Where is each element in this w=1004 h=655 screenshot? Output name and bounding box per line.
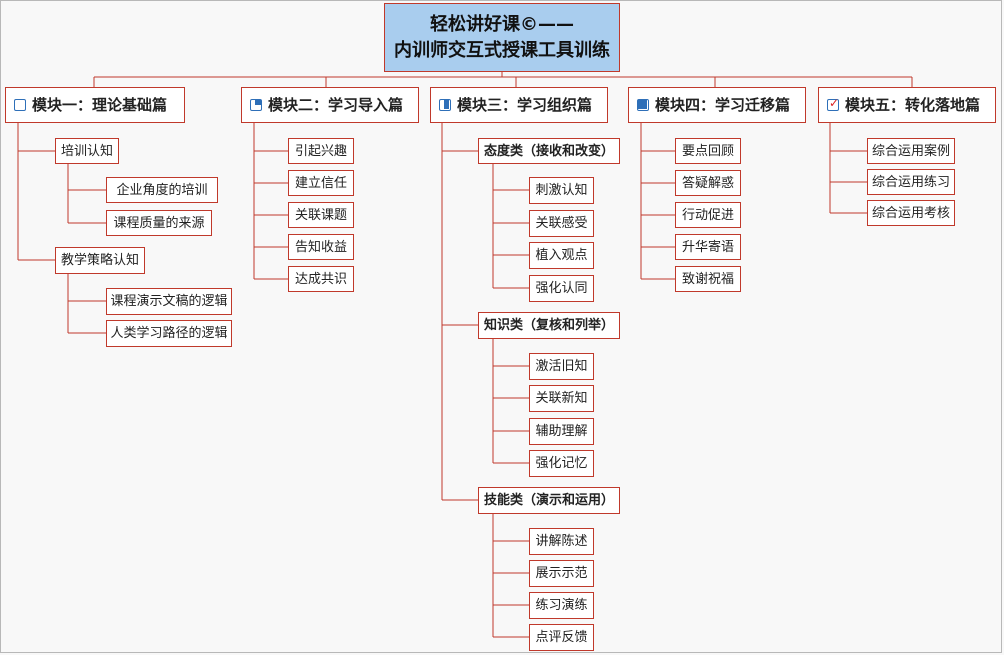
m2-item-label: 引起兴趣 [294,143,347,159]
m5-item-label: 综合运用考核 [871,205,950,221]
m3-item-label: 植入观点 [535,248,588,263]
m1-item-label: 课程演示文稿的逻辑 [110,294,228,309]
progress-0-icon [14,99,26,111]
m3-item-node[interactable]: 讲解陈述 [529,528,594,555]
module-3-title: 模块三：学习组织篇 [457,95,593,114]
root-title-line2: 内训师交互式授课工具训练 [394,39,610,61]
module-5-node[interactable]: ✓ 模块五：转化落地篇 [818,87,996,123]
m1-item-label: 企业角度的培训 [116,182,208,198]
m3-item-node[interactable]: 植入观点 [529,242,594,269]
m4-item-label: 要点回顾 [681,143,734,159]
module-4-title: 模块四：学习迁移篇 [655,95,791,114]
m3-item-node[interactable]: 强化记忆 [529,450,594,477]
m3-item-label: 关联新知 [535,391,588,406]
m3-category-skill-node[interactable]: 技能类（演示和运用） [478,487,620,514]
m5-item-label: 综合运用练习 [871,174,950,190]
m1-group-training-node[interactable]: 培训认知 [55,138,119,164]
m3-item-label: 激活旧知 [535,359,588,374]
m3-category-knowledge-node[interactable]: 知识类（复核和列举） [478,312,620,339]
m4-item-node[interactable]: 升华寄语 [675,234,741,260]
m3-item-label: 关联感受 [535,216,588,231]
module-4-node[interactable]: 模块四：学习迁移篇 [628,87,806,123]
m1-group-label: 培训认知 [60,143,113,159]
m3-item-node[interactable]: 点评反馈 [529,624,594,651]
m4-item-node[interactable]: 行动促进 [675,202,741,228]
m2-item-node[interactable]: 建立信任 [288,170,354,196]
m3-item-label: 练习演练 [535,598,588,613]
m4-item-label: 致谢祝福 [681,271,734,287]
m2-item-label: 告知收益 [294,239,347,255]
m3-item-label: 辅助理解 [535,424,588,439]
m3-item-label: 点评反馈 [535,630,588,645]
m3-item-node[interactable]: 刺激认知 [529,177,594,204]
m3-category-label: 技能类（演示和运用） [483,493,614,508]
module-1-node[interactable]: 模块一：理论基础篇 [5,87,185,123]
m3-item-node[interactable]: 激活旧知 [529,353,594,380]
m5-item-node[interactable]: 综合运用练习 [867,169,955,195]
m4-item-label: 答疑解惑 [681,175,734,191]
m2-item-label: 建立信任 [294,175,347,191]
m3-item-label: 强化记忆 [535,456,588,471]
m1-group-strategy-node[interactable]: 教学策略认知 [55,247,145,274]
m3-item-label: 强化认同 [535,281,588,296]
m2-item-node[interactable]: 告知收益 [288,234,354,260]
m1-group-label: 教学策略认知 [60,253,139,268]
progress-25-icon [250,99,262,111]
m2-item-label: 关联课题 [294,207,347,223]
m4-item-label: 升华寄语 [681,239,734,255]
module-3-node[interactable]: 模块三：学习组织篇 [430,87,608,123]
m2-item-node[interactable]: 达成共识 [288,266,354,292]
m3-item-node[interactable]: 关联感受 [529,210,594,237]
m4-item-node[interactable]: 致谢祝福 [675,266,741,292]
progress-75-icon [637,99,649,111]
m3-item-node[interactable]: 辅助理解 [529,418,594,445]
m5-item-node[interactable]: 综合运用案例 [867,138,955,164]
m4-item-label: 行动促进 [681,207,734,223]
m2-item-node[interactable]: 引起兴趣 [288,138,354,164]
module-1-title: 模块一：理论基础篇 [32,95,168,114]
m1-item-label: 人类学习路径的逻辑 [110,326,228,341]
m3-item-node[interactable]: 强化认同 [529,275,594,302]
m4-item-node[interactable]: 答疑解惑 [675,170,741,196]
m3-item-node[interactable]: 展示示范 [529,560,594,587]
m1-item-node[interactable]: 人类学习路径的逻辑 [106,320,232,347]
m5-item-node[interactable]: 综合运用考核 [867,200,955,226]
m3-category-label: 知识类（复核和列举） [483,318,614,333]
root-title-line1: 轻松讲好课©—— [430,14,574,36]
m3-item-label: 讲解陈述 [535,534,588,549]
module-5-title: 模块五：转化落地篇 [845,95,981,114]
m3-item-label: 展示示范 [535,566,588,581]
m3-category-attitude-node[interactable]: 态度类（接收和改变） [478,138,620,164]
module-2-title: 模块二：学习导入篇 [268,95,404,114]
m4-item-node[interactable]: 要点回顾 [675,138,741,164]
m2-item-node[interactable]: 关联课题 [288,202,354,228]
module-2-node[interactable]: 模块二：学习导入篇 [241,87,419,123]
m1-item-node[interactable]: 课程质量的来源 [106,210,212,236]
m3-item-label: 刺激认知 [535,183,588,198]
root-title-node[interactable]: 轻松讲好课©—— 内训师交互式授课工具训练 [384,3,620,72]
checkbox-checked-icon: ✓ [827,96,840,111]
m3-category-label: 态度类（接收和改变） [483,143,614,159]
m1-item-node[interactable]: 课程演示文稿的逻辑 [106,288,232,315]
progress-50-icon [439,99,451,111]
m5-item-label: 综合运用案例 [871,143,950,159]
m1-item-label: 课程质量的来源 [113,215,205,231]
m2-item-label: 达成共识 [294,271,347,287]
m3-item-node[interactable]: 练习演练 [529,592,594,619]
m3-item-node[interactable]: 关联新知 [529,385,594,412]
m1-item-node[interactable]: 企业角度的培训 [106,177,218,203]
